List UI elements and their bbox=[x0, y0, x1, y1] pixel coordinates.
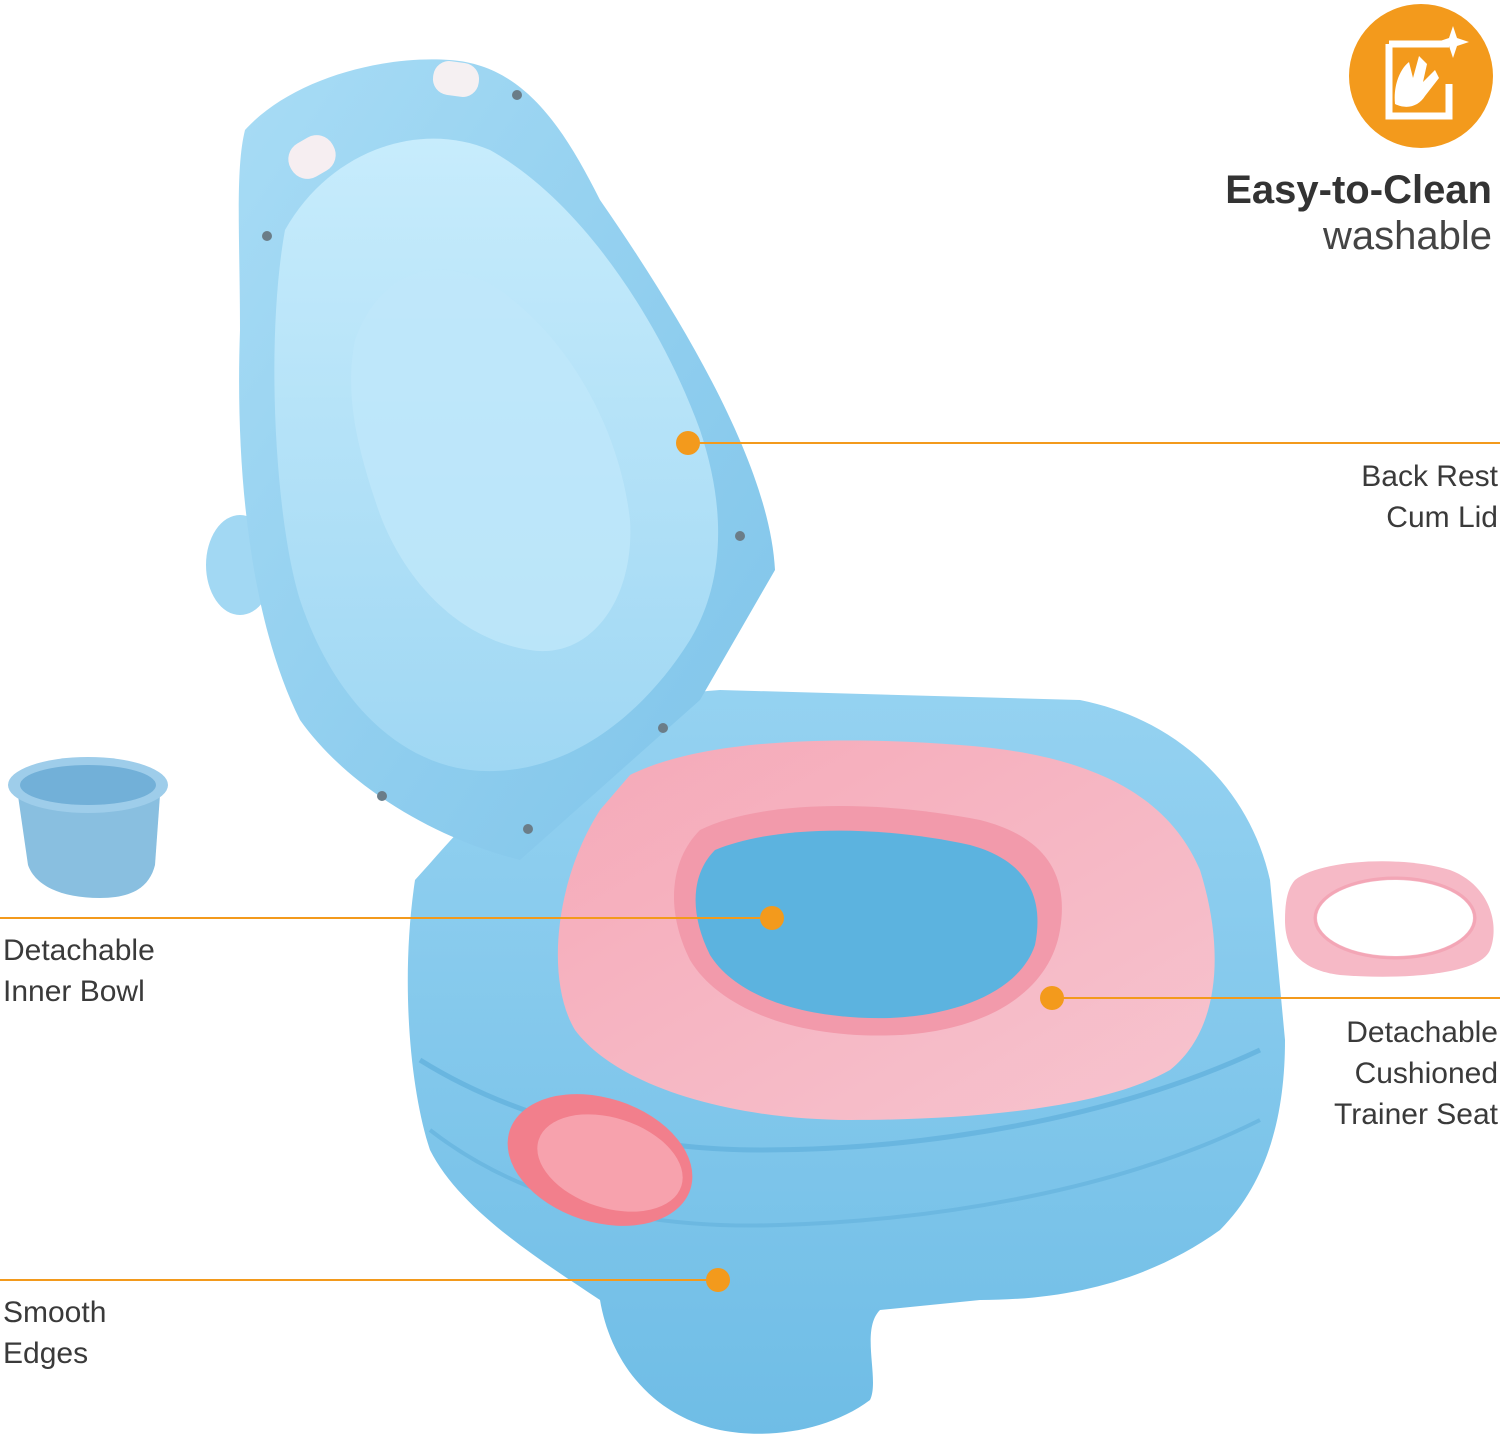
hand-wipe-sparkle-icon bbox=[1349, 4, 1493, 148]
callout-trainer-seat-line-1: Detachable bbox=[1346, 1016, 1498, 1049]
side-handle bbox=[507, 1094, 693, 1226]
callout-inner-bowl-line-2: Inner Bowl bbox=[3, 975, 145, 1008]
feature-subtitle: washable bbox=[1322, 214, 1492, 258]
callout-lines bbox=[0, 431, 1500, 1292]
callout-inner-bowl-line-1: Detachable bbox=[3, 934, 155, 967]
inner-bowl-image bbox=[8, 757, 168, 898]
callout-edges-line-2: Edges bbox=[3, 1337, 89, 1370]
lid-back-rest bbox=[206, 59, 775, 861]
callout-edges: Smooth Edges bbox=[3, 1292, 106, 1374]
callout-trainer-seat-line-2: Cushioned bbox=[1354, 1057, 1498, 1090]
callout-dot-inner-bowl bbox=[760, 906, 784, 930]
callout-dot-edges bbox=[706, 1268, 730, 1292]
callout-trainer-seat-line-3: Trainer Seat bbox=[1334, 1098, 1498, 1131]
callout-edges-line-1: Smooth bbox=[3, 1296, 107, 1329]
callout-dot-back-rest bbox=[676, 431, 700, 455]
callout-trainer-seat: Detachable Cushioned Trainer Seat bbox=[1334, 1012, 1498, 1135]
feature-title: Easy-to-Clean bbox=[1225, 168, 1492, 212]
trainer-seat bbox=[557, 740, 1215, 1120]
trainer-seat-thumbnail bbox=[1285, 861, 1494, 977]
callout-inner-bowl: Detachable Inner Bowl bbox=[3, 930, 155, 1012]
callout-dot-trainer-seat bbox=[1040, 986, 1064, 1010]
callout-back-rest: Back Rest Cum Lid bbox=[1361, 456, 1498, 538]
callout-back-rest-line-2: Cum Lid bbox=[1386, 501, 1498, 534]
callout-back-rest-line-1: Back Rest bbox=[1361, 460, 1498, 493]
